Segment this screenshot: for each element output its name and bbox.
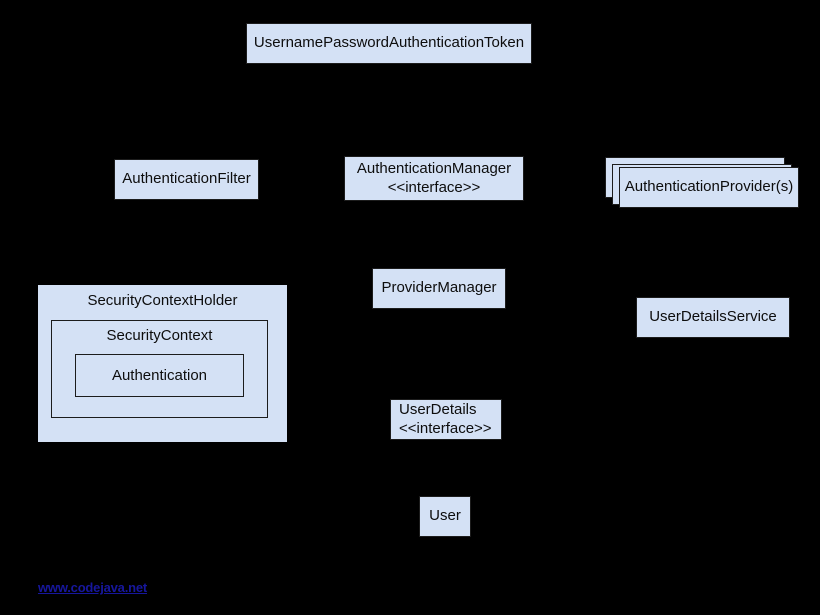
node-security-context-holder: SecurityContextHolder SecurityContext Au… xyxy=(38,285,287,442)
node-authentication-manager: AuthenticationManager <<interface>> xyxy=(344,156,524,201)
node-authentication: Authentication xyxy=(75,354,244,397)
node-security-context: SecurityContext Authentication xyxy=(51,320,268,418)
node-username-password-authentication-token: UsernamePasswordAuthenticationToken xyxy=(246,23,532,64)
authentication-label: Authentication xyxy=(111,367,208,384)
node-user-details-service: UserDetailsService xyxy=(636,297,790,338)
node-authentication-provider: AuthenticationProvider(s) xyxy=(619,167,799,208)
node-user-details: UserDetails <<interface>> xyxy=(390,399,502,440)
node-provider-manager: ProviderManager xyxy=(372,268,506,309)
security-context-title: SecurityContext xyxy=(106,327,213,344)
security-context-holder-title: SecurityContextHolder xyxy=(87,292,238,309)
node-user: User xyxy=(419,496,471,537)
node-authentication-filter: AuthenticationFilter xyxy=(114,159,259,200)
source-website-link[interactable]: www.codejava.net xyxy=(38,580,148,595)
